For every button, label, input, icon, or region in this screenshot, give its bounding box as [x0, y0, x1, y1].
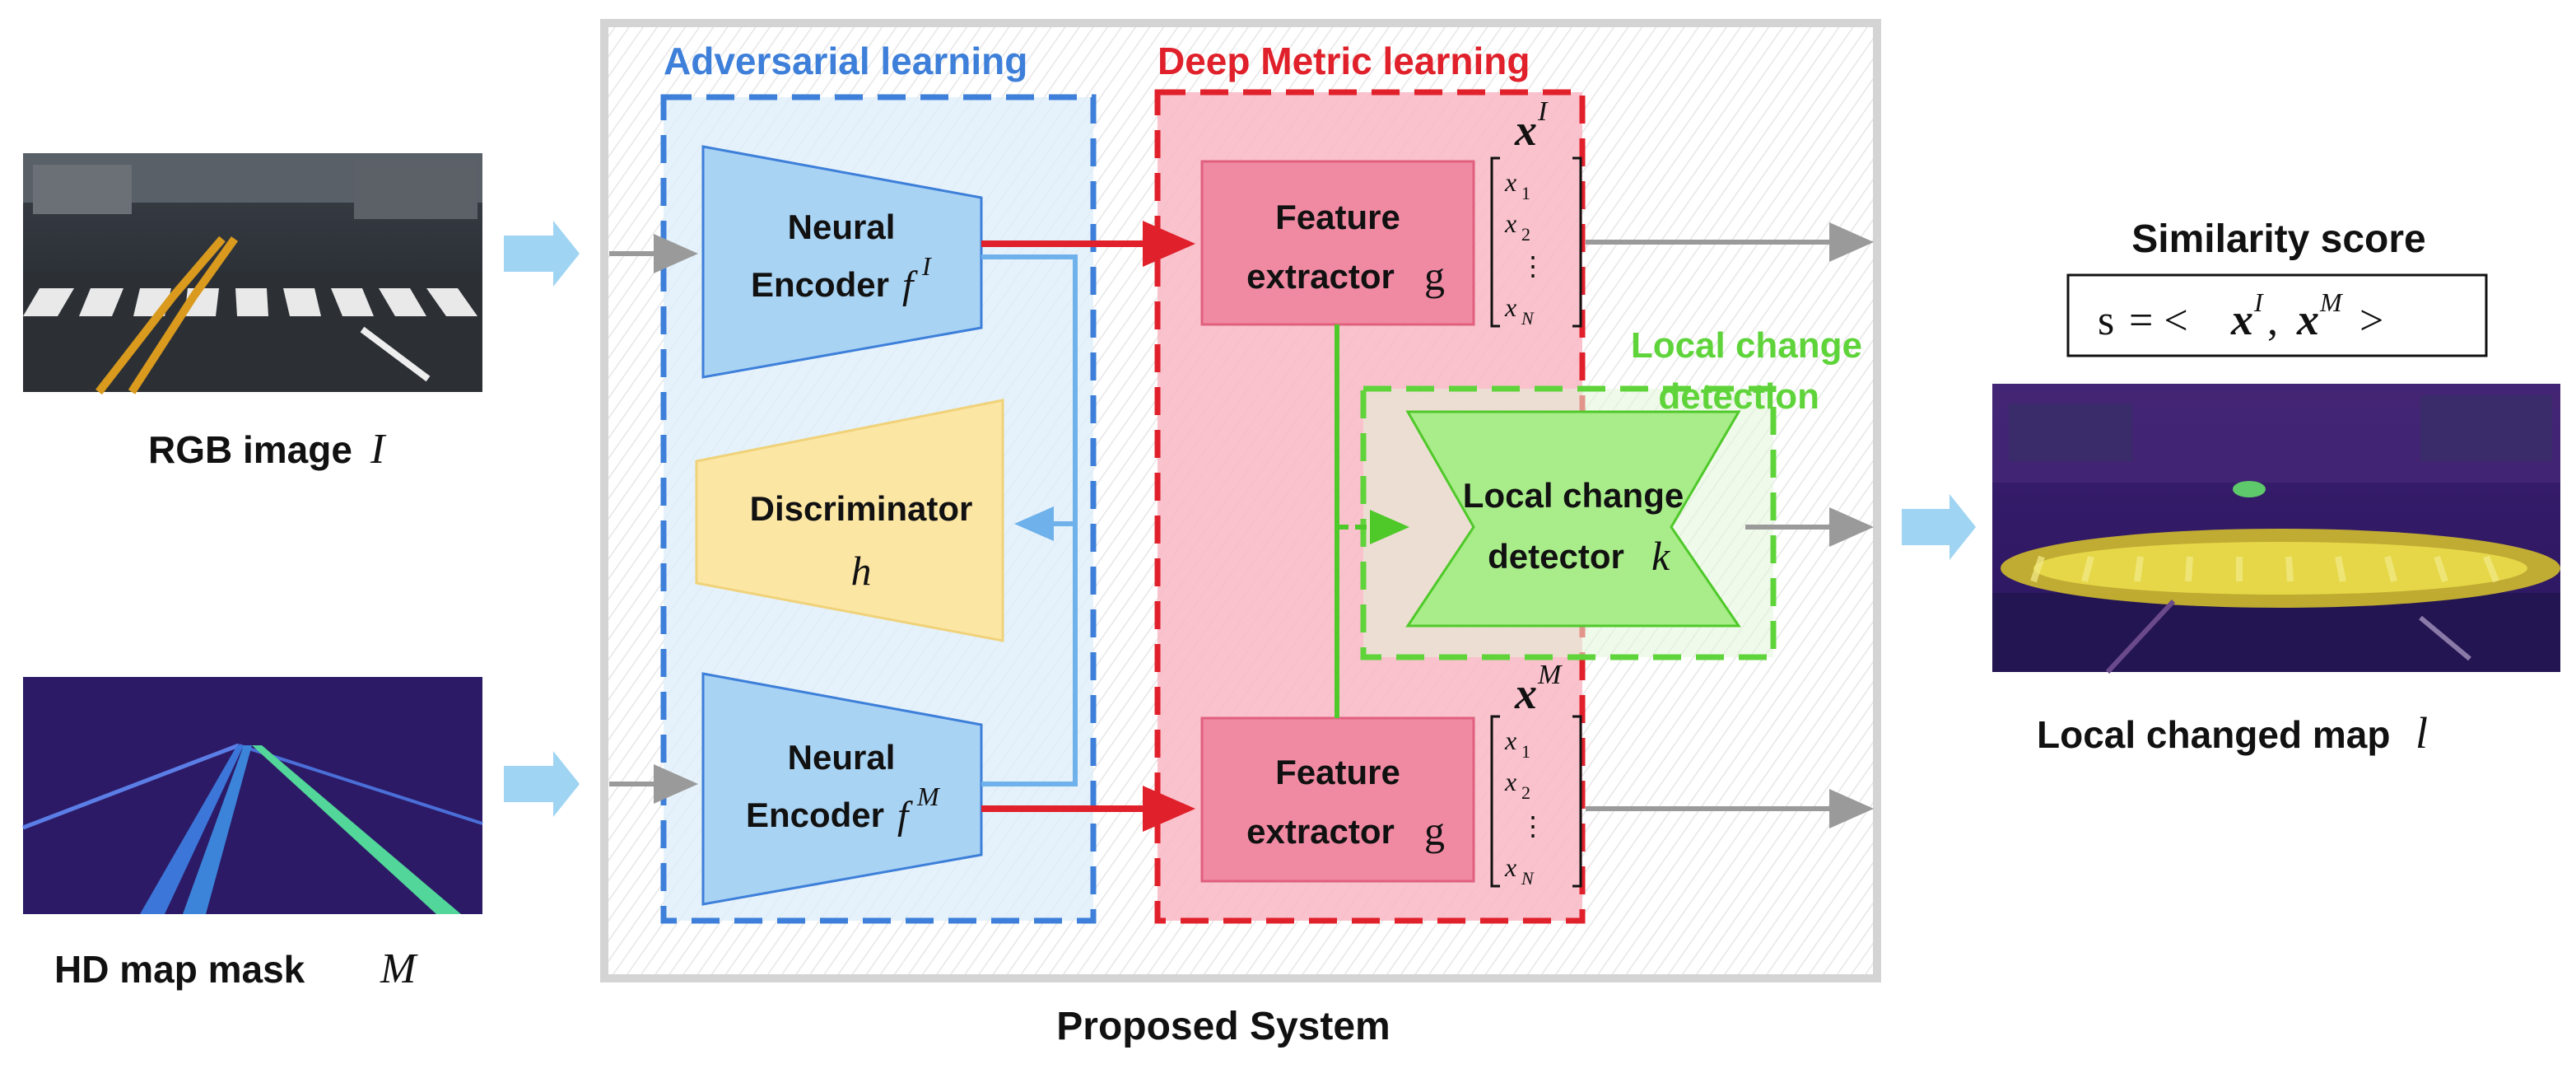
svg-text:x: x	[2230, 295, 2253, 344]
discriminator-label: Discriminator	[750, 489, 973, 528]
feature-vector-bottom: x M x 1 x 2 ⋮ x N	[1490, 660, 1582, 889]
local-changed-map-symbol: l	[2415, 708, 2428, 758]
svg-text:1: 1	[1521, 741, 1530, 762]
rgb-image	[23, 153, 482, 395]
detector-label2: detector	[1488, 537, 1624, 576]
rgb-image-symbol: I	[370, 426, 387, 473]
svg-text:⋮: ⋮	[1520, 250, 1546, 282]
rgb-image-label: RGB image	[148, 428, 352, 471]
neural-encoder-map	[701, 672, 983, 906]
neural-encoder-image	[701, 145, 983, 379]
adversarial-learning-title: Adversarial learning	[664, 40, 1027, 82]
input-arrow-rgb	[504, 221, 580, 287]
svg-text:2: 2	[1521, 224, 1530, 245]
svg-text:N: N	[1521, 308, 1535, 329]
svg-text:x: x	[1504, 292, 1516, 322]
local-change-title-line1: Local change	[1631, 325, 1862, 366]
metric-learning-title: Deep Metric learning	[1158, 40, 1530, 82]
similarity-formula-box	[2066, 273, 2488, 357]
discriminator-symbol: h	[851, 548, 872, 594]
extractor-top-label2: extractor	[1246, 257, 1395, 296]
vector-bottom-symbol: x	[1514, 669, 1537, 718]
svg-text:x: x	[1504, 767, 1516, 796]
local-change-detector	[1405, 410, 1741, 628]
svg-text:x: x	[2296, 295, 2319, 344]
feature-vector-top: x I x 1 x 2 ⋮ x N	[1490, 96, 1582, 329]
svg-text:,: ,	[2267, 297, 2278, 344]
local-change-title-line2: detection	[1658, 376, 1819, 417]
svg-text:2: 2	[1521, 782, 1530, 803]
svg-text:x: x	[1504, 208, 1516, 238]
extractor-top-label1: Feature	[1275, 198, 1400, 236]
similarity-score-title: Similarity score	[2131, 217, 2426, 261]
svg-text:M: M	[2319, 287, 2344, 317]
extractor-bottom-label1: Feature	[1275, 753, 1400, 791]
proposed-system-title: Proposed System	[1056, 1005, 1390, 1048]
discriminator	[695, 399, 1004, 642]
svg-text:I: I	[2253, 287, 2264, 317]
output-arrow	[1902, 494, 1976, 560]
hd-map-symbol: M	[380, 945, 418, 992]
local-changed-map-label: Local changed map	[2037, 713, 2390, 756]
hd-map-label: HD map mask	[54, 948, 305, 991]
encoder-top-label2: Encoder	[751, 265, 889, 304]
hd-map-mask-image	[22, 677, 483, 914]
svg-text:x: x	[1504, 726, 1516, 755]
detector-symbol: k	[1651, 533, 1670, 579]
svg-text:x: x	[1504, 167, 1516, 197]
vector-bottom-superscript: M	[1537, 660, 1563, 690]
extractor-bottom-label2: extractor	[1246, 812, 1395, 851]
svg-text:x: x	[1504, 852, 1516, 882]
encoder-top-label1: Neural	[788, 208, 896, 246]
svg-text:= <: = <	[2129, 297, 2188, 344]
encoder-to-discriminator-line	[981, 254, 1078, 786]
feature-extractor-bottom	[1200, 716, 1475, 883]
encoder-bottom-label1: Neural	[788, 738, 896, 777]
detector-label1: Local change	[1463, 476, 1684, 515]
svg-text:⋮: ⋮	[1520, 810, 1546, 842]
extractor-top-symbol: g	[1424, 253, 1445, 299]
local-changed-map-image	[1992, 384, 2560, 674]
extractor-bottom-symbol: g	[1424, 808, 1445, 854]
encoder-bottom-superscript: M	[916, 782, 941, 811]
encoder-top-superscript: I	[921, 251, 932, 281]
feature-extractor-top	[1200, 160, 1475, 326]
input-arrow-hd	[504, 751, 580, 817]
svg-text:1: 1	[1521, 183, 1530, 203]
svg-text:s: s	[2098, 297, 2114, 344]
vector-top-symbol: x	[1514, 105, 1537, 155]
svg-text:>: >	[2359, 297, 2383, 344]
vector-top-superscript: I	[1537, 96, 1549, 127]
svg-text:N: N	[1521, 868, 1535, 889]
similarity-formula: s = < x I , x M >	[2098, 287, 2383, 344]
encoder-bottom-label2: Encoder	[746, 796, 884, 834]
